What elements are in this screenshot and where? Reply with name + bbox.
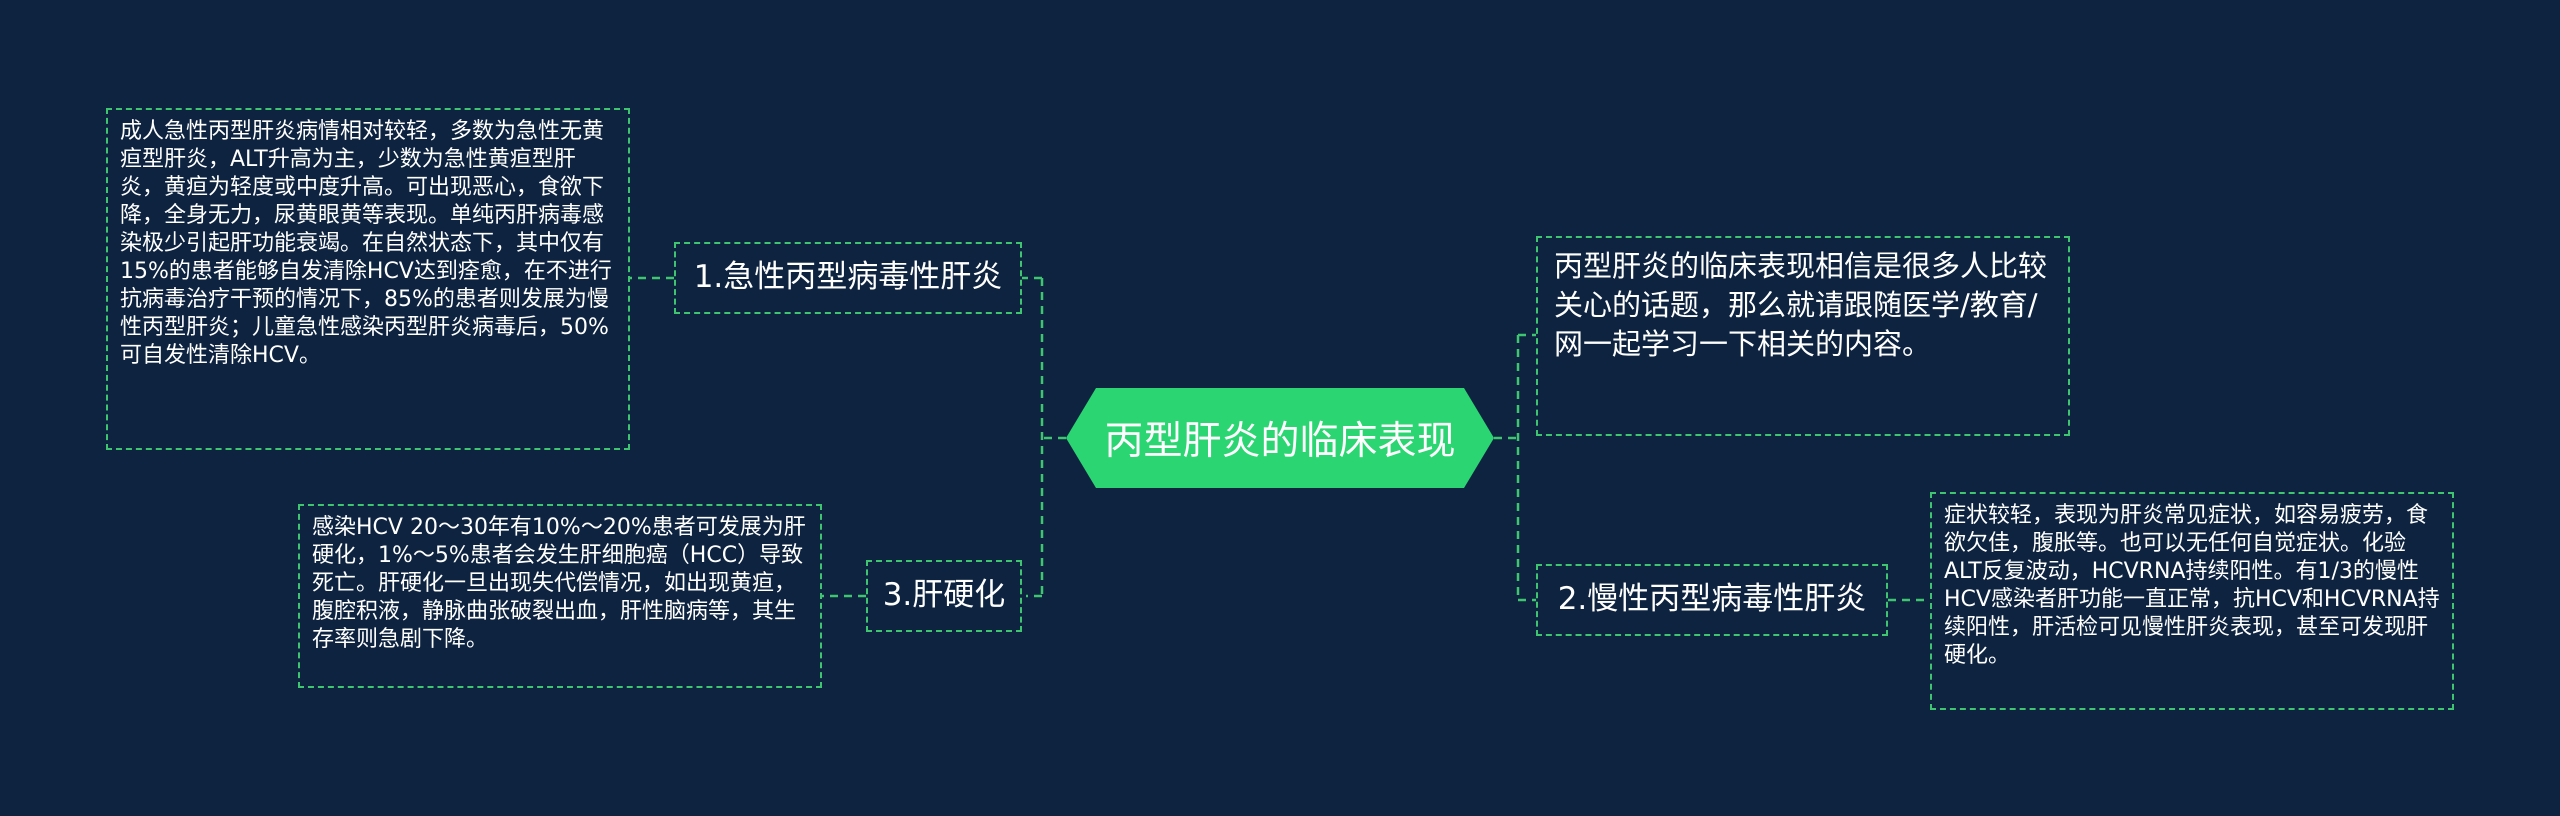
topic-node-acute[interactable]: 1.急性丙型病毒性肝炎	[674, 242, 1022, 314]
intro-node[interactable]: 丙型肝炎的临床表现相信是很多人比较关心的话题，那么就请跟随医学/教育/网一起学习…	[1536, 236, 2070, 436]
topic-cirrhosis-label: 3.肝硬化	[882, 577, 1006, 614]
topic-chronic-label: 2.慢性丙型病毒性肝炎	[1557, 581, 1867, 618]
detail-cirrhosis-text: 感染HCV 20～30年有10%～20%患者可发展为肝硬化，1%～5%患者会发生…	[312, 515, 806, 652]
detail-node-acute[interactable]: 成人急性丙型肝炎病情相对较轻，多数为急性无黄疸型肝炎，ALT升高为主，少数为急性…	[106, 108, 630, 450]
topic-node-cirrhosis[interactable]: 3.肝硬化	[866, 560, 1022, 632]
detail-node-chronic[interactable]: 症状较轻，表现为肝炎常见症状，如容易疲劳，食欲欠佳，腹胀等。也可以无任何自觉症状…	[1930, 492, 2454, 710]
connector-left-trunk	[1040, 278, 1066, 596]
detail-chronic-text: 症状较轻，表现为肝炎常见症状，如容易疲劳，食欲欠佳，腹胀等。也可以无任何自觉症状…	[1944, 503, 2440, 668]
detail-acute-text: 成人急性丙型肝炎病情相对较轻，多数为急性无黄疸型肝炎，ALT升高为主，少数为急性…	[120, 119, 612, 368]
topic-acute-label: 1.急性丙型病毒性肝炎	[693, 259, 1003, 296]
central-topic-label: 丙型肝炎的临床表现	[1104, 419, 1456, 464]
detail-node-cirrhosis[interactable]: 感染HCV 20～30年有10%～20%患者可发展为肝硬化，1%～5%患者会发生…	[298, 504, 822, 688]
connector-right-trunk	[1494, 335, 1520, 600]
topic-node-chronic[interactable]: 2.慢性丙型病毒性肝炎	[1536, 564, 1888, 636]
intro-text: 丙型肝炎的临床表现相信是很多人比较关心的话题，那么就请跟随医学/教育/网一起学习…	[1554, 249, 2048, 361]
central-topic[interactable]: 丙型肝炎的临床表现	[1066, 388, 1494, 488]
